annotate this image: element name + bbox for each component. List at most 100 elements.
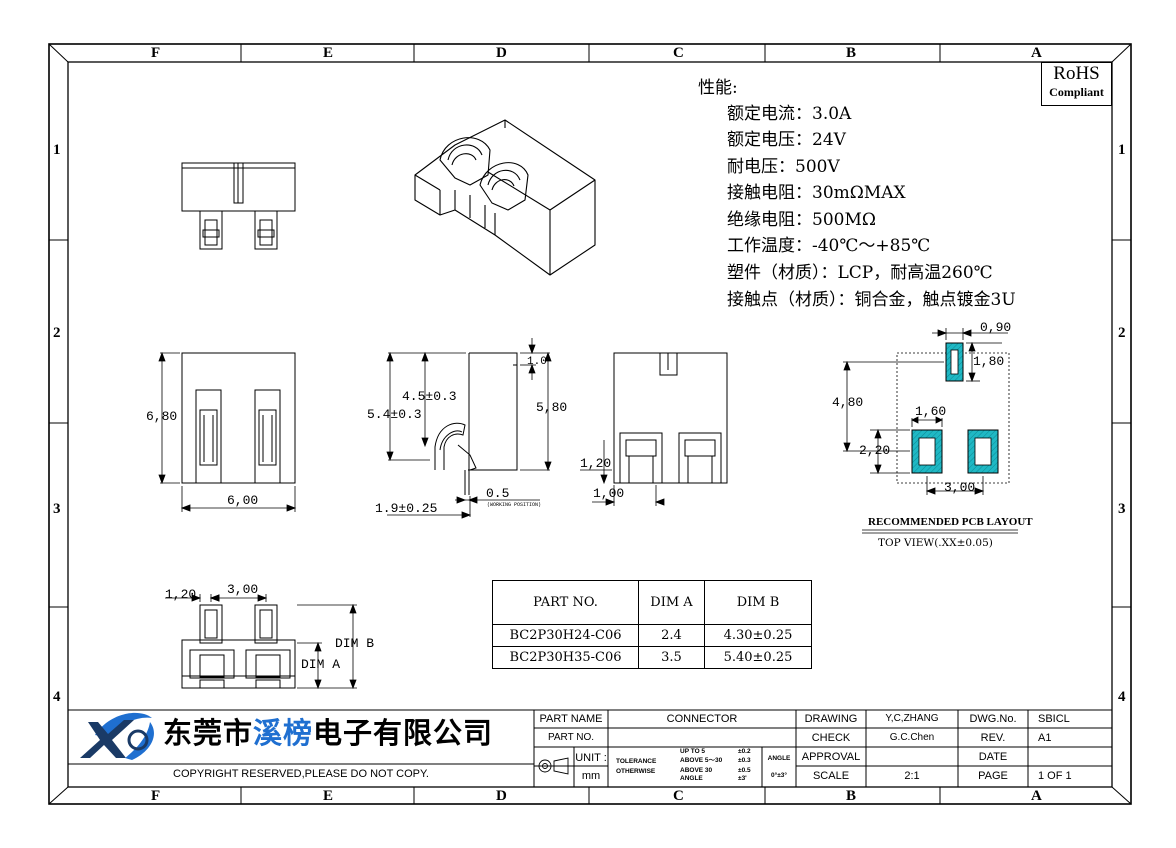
tol-above-5-30-val: ±0.3	[738, 757, 751, 764]
spec-item: 接触电阻：30mΩMAX	[727, 183, 906, 203]
dim-working-position: (WORKING POSITION)	[487, 502, 542, 508]
table-cell: 5.40±0.25	[704, 646, 812, 669]
pcb-layout	[896, 342, 1010, 484]
pcb-layout-subtitle: TOP VIEW(.XX±0.05)	[878, 537, 993, 549]
tol-up-to-5-val: ±0.2	[738, 748, 751, 755]
check-label: CHECK	[811, 732, 851, 744]
parts-table: PART NO. DIM A DIM B BC2P30H24-C06 2.4 4…	[492, 580, 812, 669]
dim-rear-a: 1,20	[580, 456, 612, 471]
dim-side-a: 4.5±0.3	[402, 389, 457, 404]
side-view-dims	[386, 338, 552, 519]
tol-above-30: ABOVE 30	[680, 767, 713, 774]
dim-pcb-d: 1,60	[915, 404, 947, 419]
zone-col-bottom-E: E	[323, 788, 334, 804]
unit-label: UNIT :	[575, 752, 607, 764]
dim-side-c: 1.0	[527, 356, 547, 368]
dim-side-d: 5,80	[536, 400, 568, 415]
zone-col-top-A: A	[1031, 45, 1042, 61]
pcb-layout-title: RECOMMENDED PCB LAYOUT	[868, 516, 1033, 528]
zone-col-bottom-C: C	[673, 788, 684, 804]
rear-view-dims	[580, 440, 665, 506]
outer-border	[48, 43, 1132, 805]
otherwise-label: OTHERWISE	[616, 768, 656, 775]
parts-header-dim-a: DIM A	[638, 580, 705, 625]
dim-pcb-c: 4,80	[832, 395, 864, 410]
title-block-grid	[68, 709, 1112, 787]
company-name: 东莞市溪榜电子有限公司	[163, 719, 493, 748]
spec-item: 接触点（材质）：铜合金，触点镀金3U	[727, 290, 1016, 310]
dim-side-f: 1.9±0.25	[375, 501, 438, 516]
dim-rear-b: 1,00	[593, 486, 625, 501]
drawing-label: DRAWING	[804, 713, 858, 725]
unit-value: mm	[581, 770, 601, 782]
rohs-subtitle: Compliant	[1049, 85, 1104, 99]
angle-label: ANGLE	[767, 755, 791, 762]
table-cell: BC2P30H35-C06	[492, 646, 639, 669]
tol-angle-val: ±3'	[738, 775, 747, 782]
zone-col-top-F: F	[151, 45, 161, 61]
page-value: 1 OF 1	[1038, 770, 1072, 782]
rev-label: REV.	[980, 732, 1006, 744]
zone-row-left-1: 1	[53, 142, 61, 158]
company-name-part: 东莞市	[163, 716, 254, 750]
dwg-no-value: SBICL	[1038, 713, 1070, 725]
rohs-title: RoHS	[1053, 63, 1100, 84]
zone-col-top-E: E	[323, 45, 334, 61]
dim-pcb-f: 3,00	[944, 480, 976, 495]
dim-front-height: 6,80	[146, 409, 178, 424]
spec-item: 塑件（材质）：LCP，耐高温260℃	[727, 263, 993, 283]
front-view	[181, 352, 296, 484]
tolerance-label: TOLERANCE	[616, 758, 657, 765]
scale-value: 2:1	[904, 770, 920, 782]
table-cell: 4.30±0.25	[704, 624, 812, 647]
dim-bottom-b: 3,00	[227, 582, 259, 597]
part-name-value: CONNECTOR	[666, 713, 738, 725]
approval-label: APPROVAL	[801, 751, 861, 763]
zone-col-top-D: D	[496, 45, 507, 61]
rear-view	[613, 352, 728, 484]
spec-item: 绝缘电阻：500MΩ	[727, 210, 876, 230]
tol-above-30-val: ±0.5	[738, 767, 751, 774]
inner-border	[67, 61, 1113, 788]
specs-heading: 性能:	[698, 78, 738, 98]
dim-side-b: 5.4±0.3	[367, 407, 422, 422]
part-name-label: PART NAME	[539, 713, 603, 725]
zone-row-right-3: 3	[1118, 501, 1126, 517]
copyright-notice: COPYRIGHT RESERVED,PLEASE DO NOT COPY.	[173, 768, 429, 780]
date-label: DATE	[978, 751, 1008, 763]
zone-col-bottom-B: B	[846, 788, 857, 804]
pcb-dims	[843, 328, 1018, 534]
zone-row-left-4: 4	[53, 689, 61, 705]
check-by: G.C.Chen	[889, 732, 935, 743]
projection-symbol-icon	[537, 757, 569, 775]
dim-pcb-a: 0,90	[980, 320, 1012, 335]
company-name-part: 电子有限公司	[313, 716, 494, 750]
bottom-view	[181, 604, 296, 689]
dim-pcb-b: 1,80	[973, 354, 1005, 369]
zone-ticks	[48, 43, 1132, 805]
drawing-by: Y,C,ZHANG	[885, 713, 939, 724]
table-row: BC2P30H35-C06 3.5 5.40±0.25	[492, 646, 812, 669]
zone-col-top-C: C	[673, 45, 684, 61]
company-name-highlight: 溪榜	[253, 716, 314, 750]
company-name-text: 东莞市溪榜电子有限公司	[163, 716, 493, 750]
tol-angle: ANGLE	[680, 775, 703, 782]
bottom-view-dims	[165, 594, 357, 690]
tol-up-to-5: UP TO 5	[680, 748, 706, 755]
spec-item: 额定电流：3.0A	[727, 104, 852, 124]
zone-row-right-1: 1	[1118, 142, 1126, 158]
tol-above-5-30: ABOVE 5～30	[680, 757, 723, 764]
dwg-no-label: DWG.No.	[969, 713, 1017, 725]
table-cell: 3.5	[638, 646, 705, 669]
zone-row-right-2: 2	[1118, 325, 1126, 341]
front-view-top	[181, 162, 296, 250]
rohs-badge: RoHS Compliant	[1041, 62, 1112, 106]
zone-row-left-2: 2	[53, 325, 61, 341]
table-row: BC2P30H24-C06 2.4 4.30±0.25	[492, 624, 812, 647]
zone-col-bottom-A: A	[1031, 788, 1042, 804]
rev-value: A1	[1038, 732, 1052, 744]
dim-a-label: DIM A	[301, 657, 341, 672]
page-label: PAGE	[978, 770, 1008, 782]
spec-item: 工作温度：-40℃～+85℃	[727, 236, 931, 256]
